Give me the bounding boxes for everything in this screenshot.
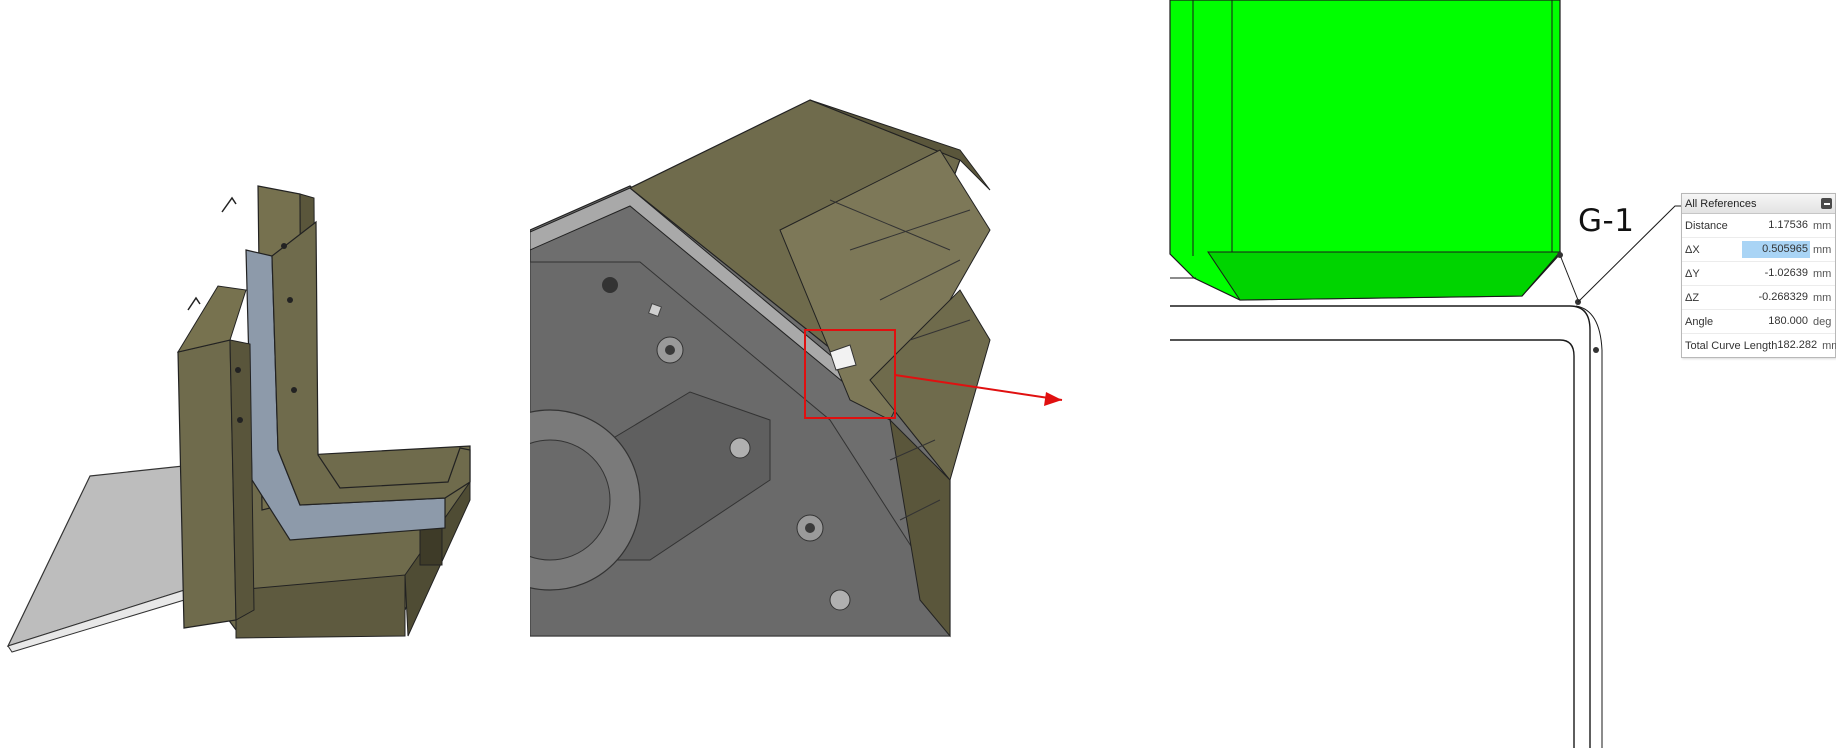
measure-row-dx[interactable]: ΔX 0.505965 mm — [1682, 238, 1835, 262]
closeup-model — [530, 99, 1063, 638]
hole — [235, 367, 241, 373]
row-label: ΔZ — [1685, 291, 1700, 304]
measurement-panel[interactable]: All References Distance 1.17536 mm ΔX 0.… — [1681, 193, 1836, 358]
arrow-right-icon — [894, 374, 1063, 401]
row-value[interactable]: -1.02639 — [1764, 267, 1808, 279]
measure-row-curve-length[interactable]: Total Curve Length 182.282 mm — [1682, 334, 1836, 357]
minus-square-icon[interactable] — [1821, 198, 1832, 209]
row-value[interactable]: 180.000 — [1768, 315, 1808, 327]
measure-row-dy[interactable]: ΔY -1.02639 mm — [1682, 262, 1835, 286]
leader-line — [1577, 205, 1682, 303]
row-label: ΔY — [1685, 267, 1700, 280]
fixture-model — [6, 185, 471, 653]
row-unit: mm — [1813, 291, 1832, 304]
row-unit: mm — [1813, 219, 1832, 232]
white-part-outline — [1170, 305, 1591, 748]
measurement-model — [1169, 0, 1682, 748]
row-value[interactable]: 182.282 — [1777, 339, 1818, 351]
row-label: Distance — [1685, 219, 1728, 232]
measure-row-distance[interactable]: Distance 1.17536 mm — [1682, 214, 1835, 238]
row-value[interactable]: 1.17536 — [1768, 219, 1808, 231]
fixture-3d-view[interactable] — [0, 0, 500, 748]
measure-row-dz[interactable]: ΔZ -0.268329 mm — [1682, 286, 1835, 310]
row-unit: deg — [1813, 315, 1832, 328]
row-label: ΔX — [1685, 243, 1700, 256]
l-wall — [271, 220, 471, 506]
upright-front — [177, 339, 237, 629]
panel-header: All References — [1682, 194, 1835, 214]
row-unit: mm — [1813, 267, 1832, 280]
closeup-3d-view[interactable] — [530, 0, 1090, 748]
row-unit: mm — [1813, 243, 1832, 256]
row-unit: mm — [1822, 339, 1836, 352]
callout-box — [804, 329, 896, 419]
measure-point — [1557, 252, 1563, 258]
measure-row-angle[interactable]: Angle 180.000 deg — [1682, 310, 1835, 334]
row-label: Total Curve Length — [1685, 339, 1778, 352]
notch-highlight — [829, 344, 857, 371]
row-value[interactable]: -0.268329 — [1758, 291, 1808, 303]
measurement-view[interactable] — [1160, 0, 1836, 748]
panel-title: All References — [1685, 197, 1757, 210]
row-value-selected[interactable]: 0.505965 — [1742, 241, 1810, 258]
callout-label: G-1 — [1578, 203, 1635, 239]
row-label: Angle — [1685, 315, 1714, 328]
